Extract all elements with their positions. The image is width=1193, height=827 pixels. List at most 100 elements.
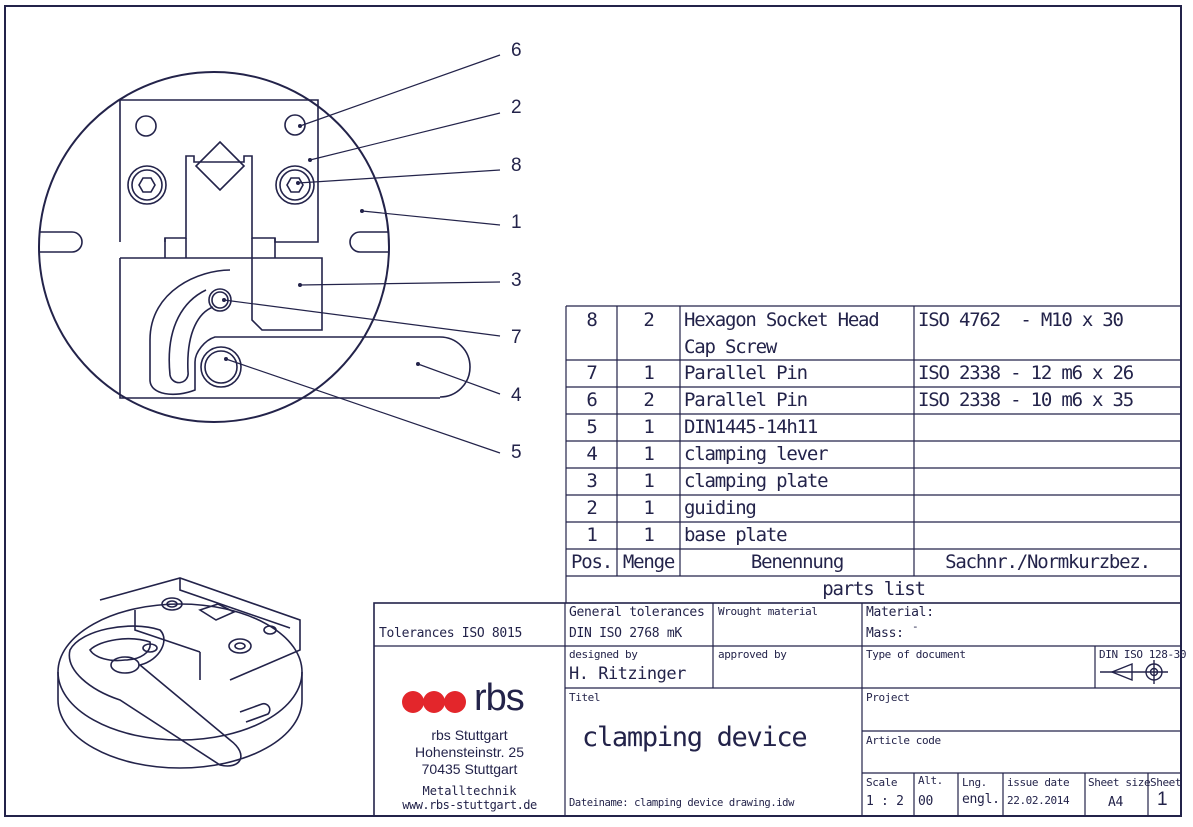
designed-by-value: H. Ritzinger bbox=[569, 664, 686, 684]
diamond-cutout bbox=[194, 140, 246, 192]
name-cell: DIN1445-14h11 bbox=[684, 416, 818, 438]
sheet-value: 1 bbox=[1157, 789, 1168, 810]
qty-cell: 2 bbox=[643, 309, 654, 331]
pos-cell: 7 bbox=[586, 362, 597, 384]
title-block-grid bbox=[373, 602, 1182, 817]
company-street: Hohensteinstr. 25 bbox=[415, 744, 524, 760]
qty-cell: 1 bbox=[643, 497, 654, 519]
scale-label: Scale bbox=[866, 776, 898, 789]
isometric-view bbox=[57, 577, 303, 769]
pin-5 bbox=[200, 346, 242, 388]
lng-label: Lng. bbox=[962, 776, 987, 789]
name-cell: Parallel Pin bbox=[684, 389, 808, 411]
pos-cell: 8 bbox=[586, 309, 597, 331]
pin-hole-right bbox=[284, 114, 306, 136]
pin-hole-left bbox=[135, 115, 157, 137]
name-cell: clamping lever bbox=[684, 443, 829, 465]
wrought-material-label: Wrought material bbox=[718, 605, 818, 618]
filename: Dateiname: clamping device drawing.idw bbox=[569, 797, 795, 809]
scale-value: 1 : 2 bbox=[866, 794, 904, 809]
qty-cell: 1 bbox=[643, 362, 654, 384]
titel-label: Titel bbox=[569, 691, 601, 704]
alt-value: 00 bbox=[918, 794, 934, 809]
approved-by-label: approved by bbox=[718, 648, 787, 661]
screw-left-hex bbox=[138, 177, 156, 193]
balloon-8: 8 bbox=[511, 155, 522, 176]
lng-value: engl. bbox=[962, 792, 1000, 807]
front-view bbox=[38, 71, 471, 423]
parts-list-grid bbox=[565, 305, 1181, 603]
qty-cell: 1 bbox=[643, 470, 654, 492]
base-plate-outline bbox=[38, 71, 390, 423]
company-logo-icon bbox=[402, 691, 466, 713]
pos-cell: 5 bbox=[586, 416, 597, 438]
balloon-5: 5 bbox=[511, 442, 522, 463]
balloon-6: 6 bbox=[511, 40, 522, 61]
header-qty: Menge bbox=[622, 551, 675, 573]
designed-by-label: designed by bbox=[569, 648, 638, 661]
titel-value: clamping device bbox=[582, 722, 808, 753]
company-logo-text: rbs bbox=[474, 677, 525, 719]
right-slot bbox=[349, 231, 388, 253]
qty-cell: 1 bbox=[643, 524, 654, 546]
pos-cell: 6 bbox=[586, 389, 597, 411]
clamping-lever bbox=[149, 269, 471, 398]
qty-cell: 1 bbox=[643, 416, 654, 438]
name-cell-line2: Cap Screw bbox=[684, 336, 777, 358]
clamping-plate bbox=[120, 257, 323, 331]
material-label: Material: bbox=[866, 605, 934, 620]
header-standard: Sachnr./Normkurzbez. bbox=[945, 551, 1151, 573]
balloon-7: 7 bbox=[511, 327, 522, 348]
qty-cell: 2 bbox=[643, 389, 654, 411]
screw-right-hex bbox=[286, 177, 304, 193]
header-name: Benennung bbox=[750, 551, 844, 573]
sheet-size-value: A4 bbox=[1108, 795, 1124, 810]
name-cell: Hexagon Socket Head bbox=[684, 309, 880, 331]
project-label: Project bbox=[866, 691, 910, 704]
general-tolerances-value: DIN ISO 2768 mK bbox=[569, 626, 682, 641]
parts-list-caption: parts list bbox=[822, 578, 926, 600]
pos-cell: 2 bbox=[586, 497, 597, 519]
standard-cell: ISO 2338 - 10 m6 x 35 bbox=[918, 389, 1134, 411]
screw-right-outer bbox=[275, 165, 315, 205]
projection-symbol-icon bbox=[1100, 660, 1168, 684]
screw-left-outer bbox=[127, 165, 167, 205]
standard-cell: ISO 4762 - M10 x 30 bbox=[918, 309, 1124, 331]
guiding-part bbox=[119, 99, 319, 243]
pos-cell: 4 bbox=[586, 443, 597, 465]
balloon-1: 1 bbox=[511, 212, 522, 233]
general-tolerances-label: General tolerances bbox=[569, 605, 705, 620]
projection-standard: DIN ISO 128-30 bbox=[1099, 648, 1187, 661]
standard-cell: ISO 2338 - 12 m6 x 26 bbox=[918, 362, 1134, 384]
balloon-2: 2 bbox=[511, 97, 522, 118]
company-division: Metalltechnik bbox=[422, 784, 517, 798]
mass-label: Mass: bbox=[866, 626, 904, 641]
leader-lines bbox=[223, 54, 501, 454]
company-name: rbs Stuttgart bbox=[431, 727, 508, 743]
issue-date-value: 22.02.2014 bbox=[1007, 794, 1070, 807]
balloon-4: 4 bbox=[511, 385, 522, 406]
name-cell: base plate bbox=[684, 524, 788, 546]
pin-7 bbox=[208, 288, 232, 312]
lever-slot bbox=[168, 289, 214, 384]
alt-label: Alt. bbox=[918, 774, 943, 787]
qty-cell: 1 bbox=[643, 443, 654, 465]
name-cell: clamping plate bbox=[684, 470, 829, 492]
sheet-label: Sheet bbox=[1150, 776, 1182, 789]
company-city: 70435 Stuttgart bbox=[421, 761, 518, 777]
issue-date-label: issue date bbox=[1007, 776, 1070, 789]
name-cell: Parallel Pin bbox=[684, 362, 808, 384]
sheet-size-label: Sheet size bbox=[1088, 776, 1151, 789]
company-website: www.rbs-stuttgart.de bbox=[402, 798, 537, 812]
tolerances-text: Tolerances ISO 8015 bbox=[379, 626, 523, 641]
mass-value: - bbox=[912, 620, 919, 633]
type-of-document-label: Type of document bbox=[866, 648, 966, 661]
pos-cell: 1 bbox=[586, 524, 597, 546]
left-slot bbox=[40, 231, 83, 253]
article-code-label: Article code bbox=[866, 734, 941, 747]
header-pos: Pos. bbox=[571, 551, 613, 573]
balloon-3: 3 bbox=[511, 270, 522, 291]
pos-cell: 3 bbox=[586, 470, 597, 492]
name-cell: guiding bbox=[684, 497, 757, 519]
